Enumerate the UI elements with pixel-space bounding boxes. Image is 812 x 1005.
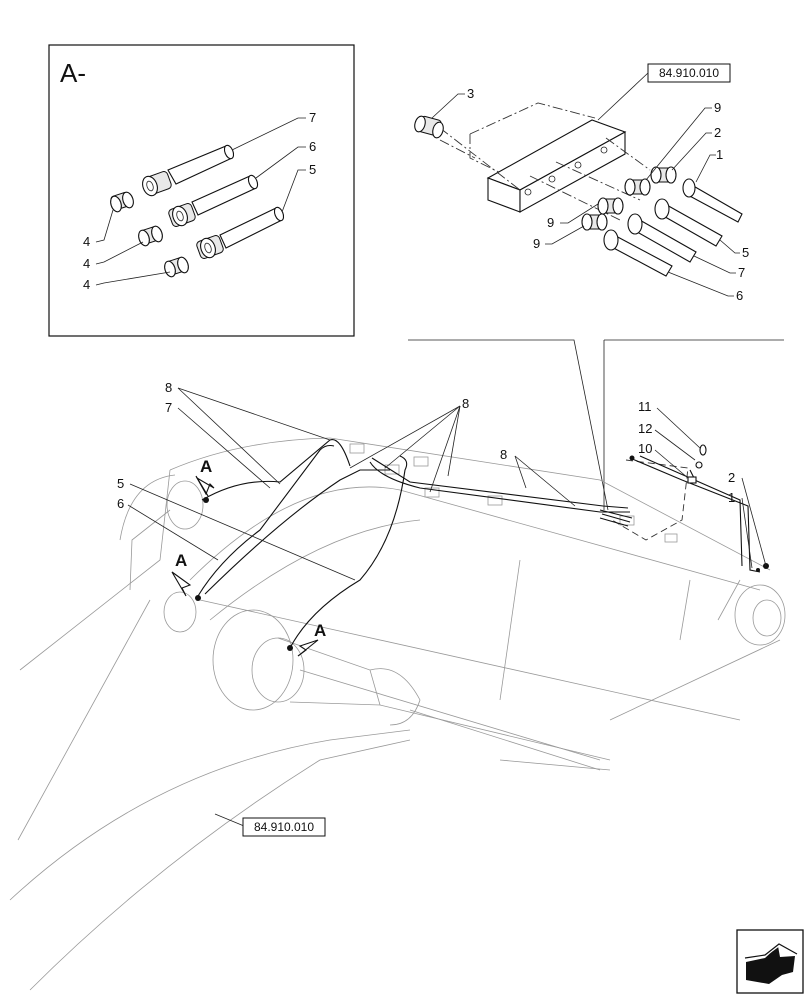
detail-callout-4b: 4 [83, 256, 90, 271]
detail-pipe-7 [142, 144, 235, 197]
block-callout-3: 3 [467, 86, 474, 101]
main-callout-7: 7 [165, 400, 172, 415]
block-fittings [581, 166, 743, 277]
block-callout-6: 6 [736, 288, 743, 303]
block-callout-7: 7 [738, 265, 745, 280]
block-callout-1: 1 [716, 147, 723, 162]
svg-text:A: A [200, 457, 212, 476]
marker-a-3: A [297, 621, 326, 657]
next-page-arrow-icon[interactable] [736, 929, 804, 994]
boom-assembly [9, 437, 786, 991]
marker-a-2: A [171, 551, 192, 597]
detail-pipe-5 [196, 206, 285, 259]
main-callout-2: 2 [728, 470, 735, 485]
valve-block [439, 102, 651, 221]
main-callout-8b: 8 [462, 396, 469, 411]
main-callout-11: 11 [638, 399, 652, 414]
detail-pipe-6 [168, 174, 259, 227]
svg-text:A: A [314, 621, 326, 640]
main-callout-8c: 8 [500, 447, 507, 462]
detail-callout-7: 7 [309, 110, 316, 125]
block-callout-9b: 9 [547, 215, 554, 230]
detail-fitting-4a [110, 191, 134, 213]
block-callout-9c: 9 [533, 236, 540, 251]
detail-title: A- [60, 58, 86, 88]
main-callout-5: 5 [117, 476, 124, 491]
block-callout-5: 5 [742, 245, 749, 260]
svg-text:A: A [175, 551, 187, 570]
main-callout-1: 1 [728, 490, 735, 505]
main-callout-8a: 8 [165, 380, 172, 395]
detail-fitting-4c [164, 256, 189, 278]
marker-a-1: A [195, 457, 215, 497]
main-callout-6: 6 [117, 496, 124, 511]
detail-callout-4c: 4 [83, 277, 90, 292]
detail-fitting-4b [138, 225, 163, 247]
fitting-3: 3 [414, 86, 474, 139]
reference-top[interactable]: 84.910.010 [597, 63, 731, 121]
main-callout-12: 12 [638, 421, 652, 436]
reference-top-label[interactable]: 84.910.010 [659, 66, 719, 80]
detail-callout-5: 5 [309, 162, 316, 177]
reference-bottom[interactable]: 84.910.010 [214, 813, 326, 837]
reference-bottom-label[interactable]: 84.910.010 [254, 820, 314, 834]
block-callout-9a: 9 [714, 100, 721, 115]
block-callout-2: 2 [714, 125, 721, 140]
main-callout-10: 10 [638, 441, 652, 456]
detail-a-panel: A- [48, 44, 355, 337]
detail-callout-4a: 4 [83, 234, 90, 249]
detail-callout-6: 6 [309, 139, 316, 154]
hose-routing [195, 438, 769, 651]
